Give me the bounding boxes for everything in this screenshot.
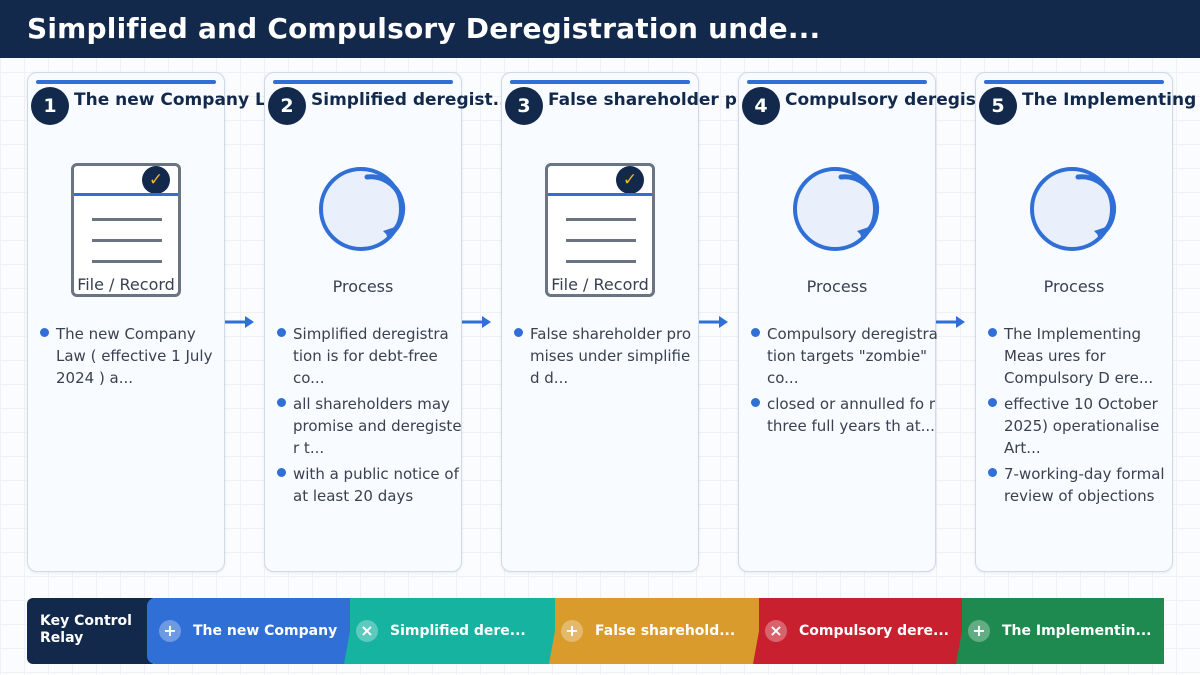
checkmark-icon: ✓ [616, 166, 644, 194]
card-title: Simplified deregist... [311, 90, 513, 110]
bullet-list: Compulsory deregistra tion targets "zomb… [749, 323, 939, 441]
step-number-badge: 3 [505, 87, 543, 125]
step-card-1: 1 The new Company Law ✓ File / Record Th… [27, 72, 293, 572]
step-number-badge: 2 [268, 87, 306, 125]
bullet-item: Simplified deregistra tion is for debt-f… [275, 323, 465, 389]
relay-segment-5[interactable]: + The Implementin... [956, 598, 1164, 664]
close-icon: × [765, 620, 787, 642]
step-card-2: 2 Simplified deregist... Process Simplif… [264, 72, 512, 572]
relay-segment-4[interactable]: × Compulsory dere... [753, 598, 965, 664]
bullet-item: 7-working-day formal review of objection… [986, 463, 1176, 507]
step-card-3: 3 False shareholder p... ✓ File / Record… [501, 72, 756, 572]
card-accent-bar [510, 80, 690, 84]
icon-label: File / Record [77, 275, 175, 294]
file-record-icon: ✓ File / Record [71, 163, 181, 297]
close-icon: × [356, 620, 378, 642]
bullet-item: The Implementing Meas ures for Compulsor… [986, 323, 1176, 389]
bullet-item: False shareholder pro mises under simpli… [512, 323, 702, 389]
bullet-list: False shareholder pro mises under simpli… [512, 323, 702, 393]
card-accent-bar [984, 80, 1164, 84]
relay-segment-label: The Implementin... [1002, 623, 1152, 639]
relay-segment-label: The new Company [193, 623, 338, 639]
icon-label: Process [332, 277, 394, 296]
bullet-item: The new Company Law ( effective 1 July 2… [38, 323, 228, 389]
bullet-item: closed or annulled fo r three full years… [749, 393, 939, 437]
card-title: False shareholder p... [548, 90, 757, 110]
arrow-right-icon [699, 316, 728, 328]
bullet-list: The new Company Law ( effective 1 July 2… [38, 323, 228, 393]
header-bar: Simplified and Compulsory Deregistration… [0, 0, 1200, 58]
card-title: Compulsory deregist... [785, 90, 1004, 110]
relay-segment-2[interactable]: × Simplified dere... [344, 598, 556, 664]
bullet-item: effective 10 October 2025) operationalis… [986, 393, 1176, 459]
step-number-badge: 5 [979, 87, 1017, 125]
step-number-badge: 1 [31, 87, 69, 125]
relay-segment-label: Simplified dere... [390, 623, 526, 639]
card-title: The new Company Law [74, 90, 294, 110]
process-icon [319, 167, 406, 251]
process-icon [793, 167, 880, 251]
plus-icon: + [561, 620, 583, 642]
step-number-badge: 4 [742, 87, 780, 125]
card-accent-bar [747, 80, 927, 84]
arrow-right-icon [936, 316, 965, 328]
plus-icon: + [159, 620, 181, 642]
relay-segment-label: Compulsory dere... [799, 623, 949, 639]
bullet-list: Simplified deregistra tion is for debt-f… [275, 323, 465, 511]
relay-segment-label: False sharehold... [595, 623, 736, 639]
file-record-icon: ✓ File / Record [545, 163, 655, 297]
arrow-right-icon [462, 316, 491, 328]
page-title: Simplified and Compulsory Deregistration… [27, 12, 821, 45]
icon-label: File / Record [551, 275, 649, 294]
card-title: The Implementing Me [1022, 90, 1200, 110]
plus-icon: + [968, 620, 990, 642]
process-icon [1030, 167, 1117, 251]
key-control-relay-label: Key Control Relay [27, 598, 153, 664]
icon-label: Process [1043, 277, 1105, 296]
step-card-5: 5 The Implementing Me Process The Implem… [975, 72, 1200, 572]
bullet-item: all shareholders may promise and deregis… [275, 393, 465, 459]
relay-segment-3[interactable]: + False sharehold... [549, 598, 760, 664]
card-accent-bar [36, 80, 216, 84]
checkmark-icon: ✓ [142, 166, 170, 194]
bullet-item: Compulsory deregistra tion targets "zomb… [749, 323, 939, 389]
bullet-item: with a public notice of at least 20 days [275, 463, 465, 507]
bullet-list: The Implementing Meas ures for Compulsor… [986, 323, 1176, 511]
relay-segment-1[interactable]: + The new Company [147, 598, 350, 664]
icon-label: Process [806, 277, 868, 296]
card-accent-bar [273, 80, 453, 84]
step-card-4: 4 Compulsory deregist... Process Compuls… [738, 72, 1003, 572]
arrow-right-icon [225, 316, 254, 328]
